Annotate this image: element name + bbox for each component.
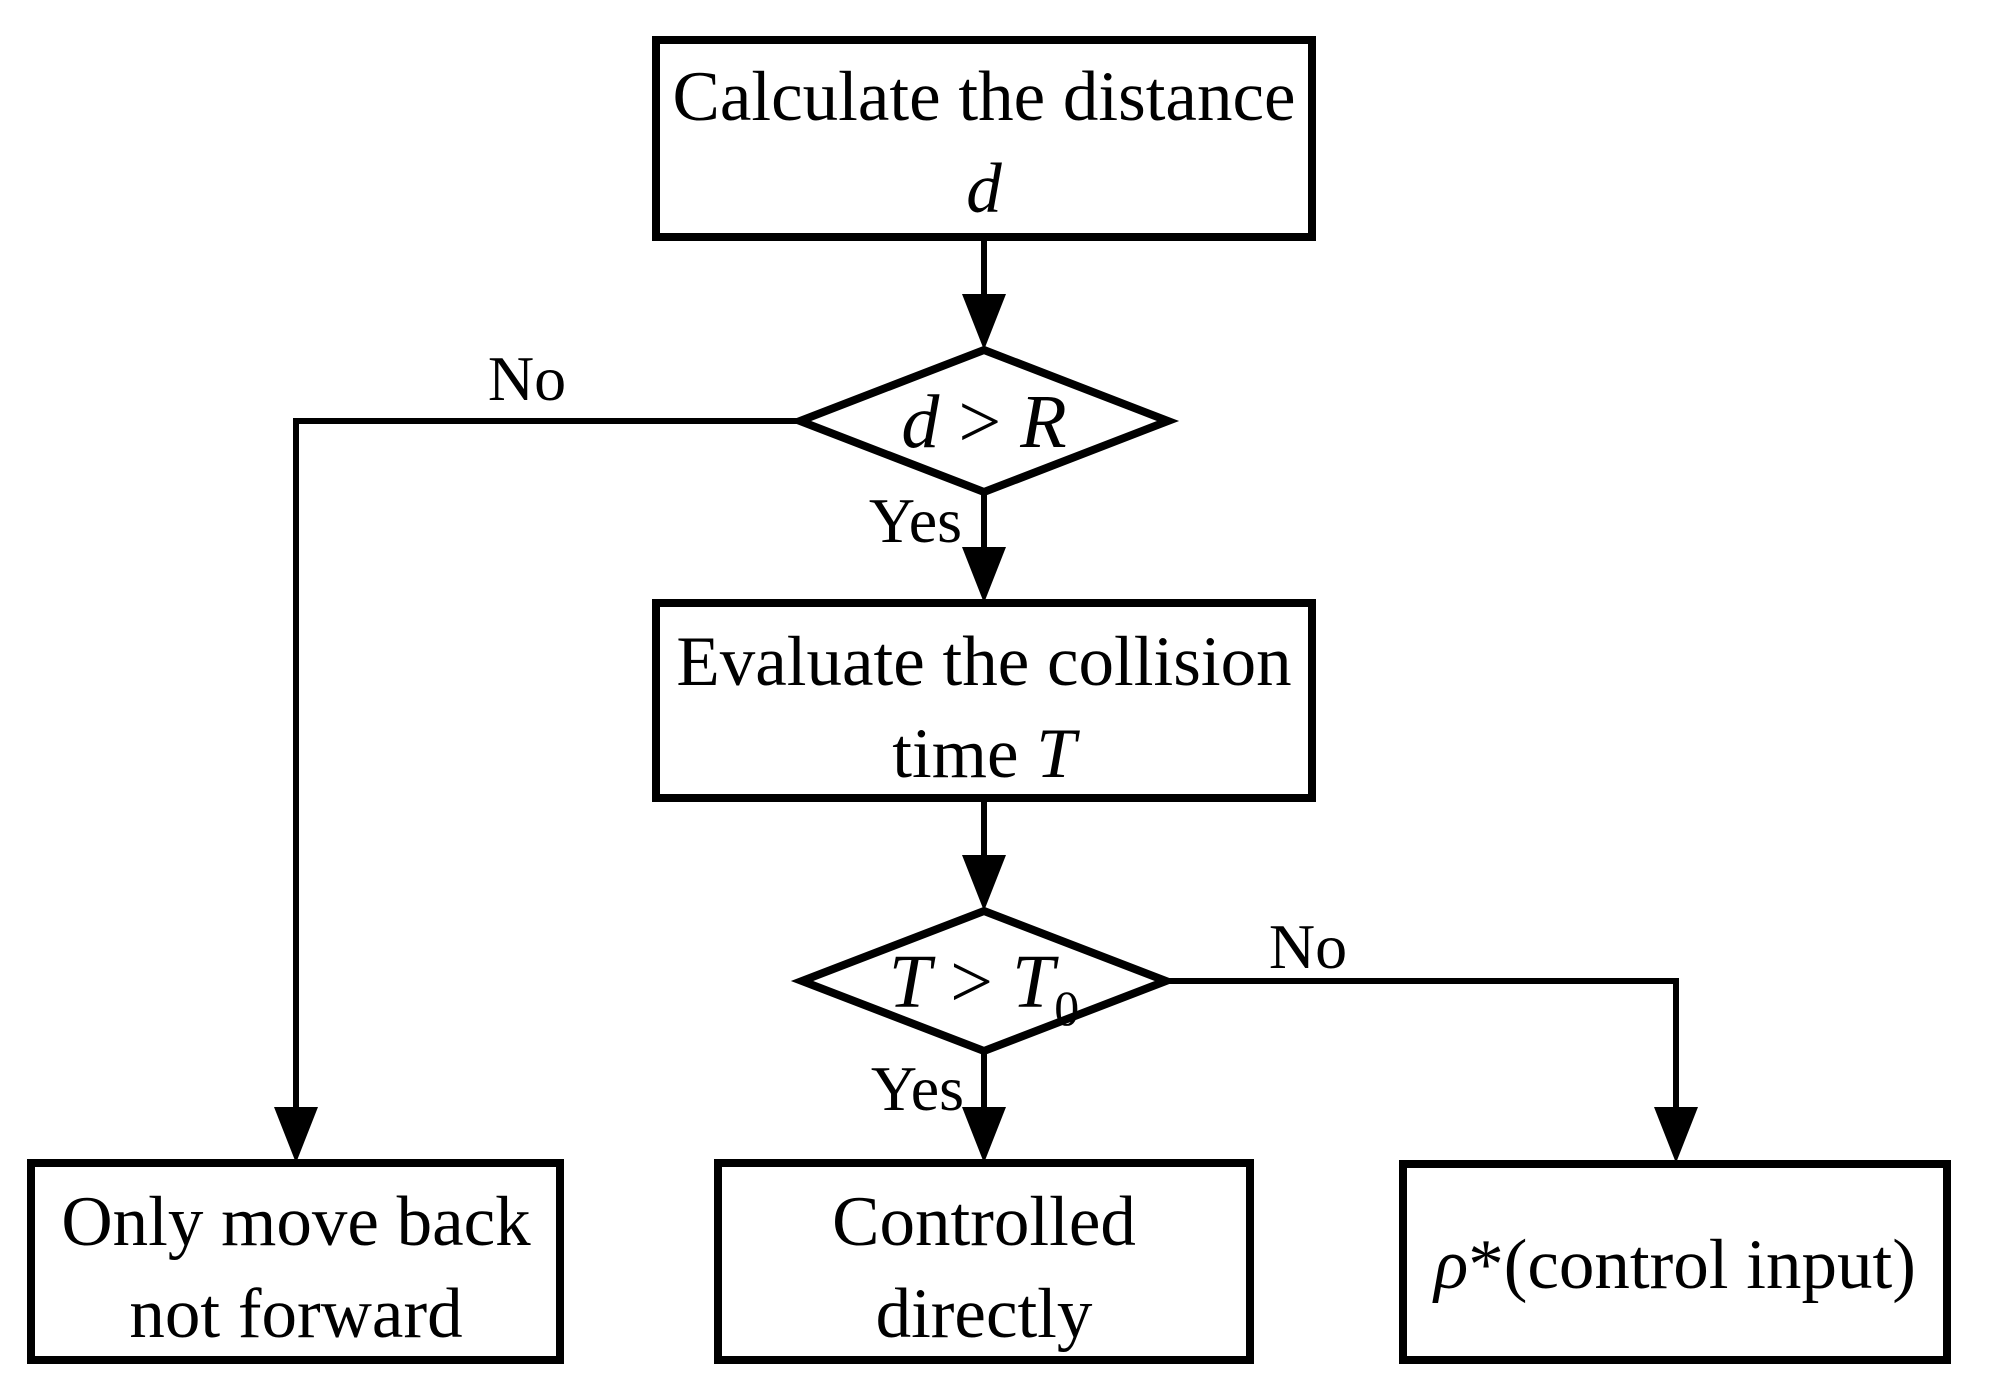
arrowhead-down-icon [962, 547, 1006, 603]
process-calculate-distance: Calculate the distance d [652, 36, 1316, 241]
process-controlled-directly-line2: directly [876, 1275, 1093, 1353]
decision-t-gt-t0: T > T0 [790, 906, 1178, 1056]
arrowhead-down-icon [1654, 1107, 1698, 1163]
arrow-decision-d-yes [962, 492, 1006, 603]
process-only-move-back-line2: not forward [129, 1275, 462, 1353]
edge-label-yes-top: Yes [869, 485, 962, 556]
decision-t-gt-t0-label: T > T0 [889, 940, 1079, 1036]
process-only-move-back-line1: Only move back [61, 1183, 531, 1261]
edge-label-no-right: No [1269, 911, 1347, 982]
process-evaluate-collision-time-line1: Evaluate the collision [676, 623, 1291, 701]
arrow-decision-t-yes [962, 1051, 1006, 1163]
arrowhead-down-icon [274, 1107, 318, 1163]
arrowhead-down-icon [962, 1107, 1006, 1163]
decision-d-gt-r: d > R [788, 345, 1180, 497]
arrowhead-down-icon [962, 855, 1006, 911]
process-rho-control-input-label: ρ*(control input) [1432, 1226, 1916, 1304]
edge-label-no-left: No [488, 343, 566, 414]
process-evaluate-collision-time: Evaluate the collision time T [652, 599, 1316, 802]
process-only-move-back: Only move back not forward [27, 1159, 564, 1364]
edge-label-yes-bottom: Yes [871, 1053, 964, 1124]
process-calculate-distance-line2: d [966, 150, 1002, 228]
arrow-decision-d-no [274, 418, 800, 1163]
arrowhead-down-icon [962, 294, 1006, 350]
process-controlled-directly-line1: Controlled [832, 1183, 1136, 1261]
process-evaluate-collision-time-line2: time T [892, 715, 1080, 793]
arrow-decision-t-no [1166, 978, 1698, 1163]
decision-d-gt-r-label: d > R [901, 380, 1066, 464]
arrow-evaluate-to-decision-t [962, 798, 1006, 911]
process-calculate-distance-line1: Calculate the distance [673, 58, 1296, 136]
process-controlled-directly: Controlled directly [714, 1159, 1254, 1364]
process-rho-control-input: ρ*(control input) [1399, 1160, 1951, 1364]
arrow-calc-to-decision-d [962, 237, 1006, 350]
